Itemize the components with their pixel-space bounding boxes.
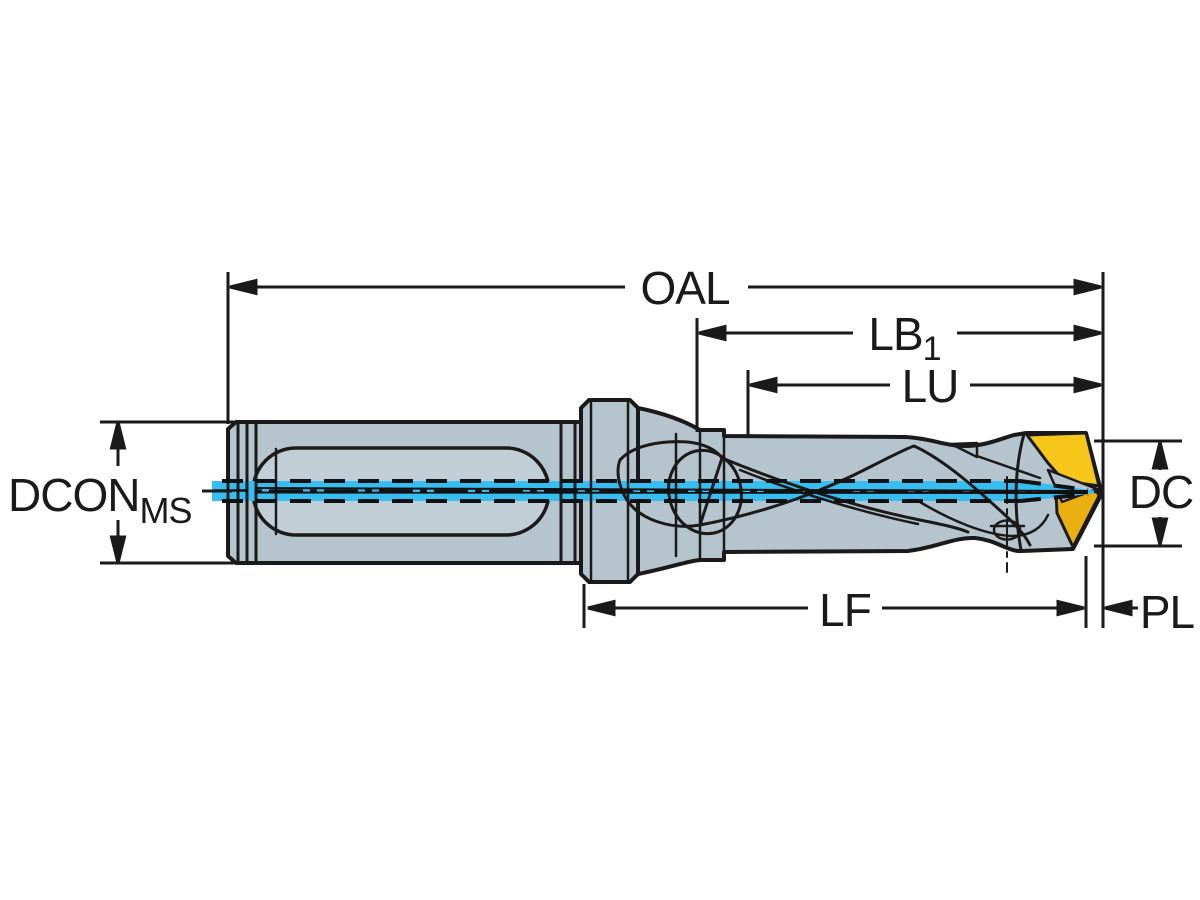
axis-centerline — [213, 489, 1099, 494]
dim-lf — [587, 599, 1085, 617]
dim-oal — [229, 278, 1102, 296]
coolant-hidden-bottom-taper — [1019, 492, 1089, 503]
coolant-hidden-top-taper — [1019, 479, 1089, 492]
coolant-wall-2 — [255, 491, 1089, 494]
extension-lines — [100, 272, 1182, 628]
dim-label-oal: OAL — [640, 262, 730, 314]
centerline-group — [213, 479, 1099, 503]
dim-label-lu: LU — [901, 360, 960, 412]
dim-dc — [1151, 441, 1169, 546]
dimensions — [100, 272, 1182, 628]
dim-label-pl: PL — [1139, 586, 1195, 638]
dim-label-lb1-base: LB — [868, 308, 923, 360]
dim-label-lb1-subscript: 1 — [922, 330, 942, 368]
dim-pl — [1104, 599, 1138, 617]
dim-label-dcon-base: DCON — [8, 469, 140, 521]
dim-lu — [749, 376, 1102, 394]
dim-label-dcon: DCONMS — [8, 469, 192, 529]
dim-label-dc: DC — [1128, 466, 1194, 518]
dim-lb1 — [698, 324, 1102, 342]
dim-dcon — [109, 421, 127, 564]
dim-label-lb1: LB1 — [868, 308, 941, 366]
dim-label-lf: LF — [819, 584, 872, 636]
dim-label-dcon-subscript: MS — [139, 490, 192, 531]
